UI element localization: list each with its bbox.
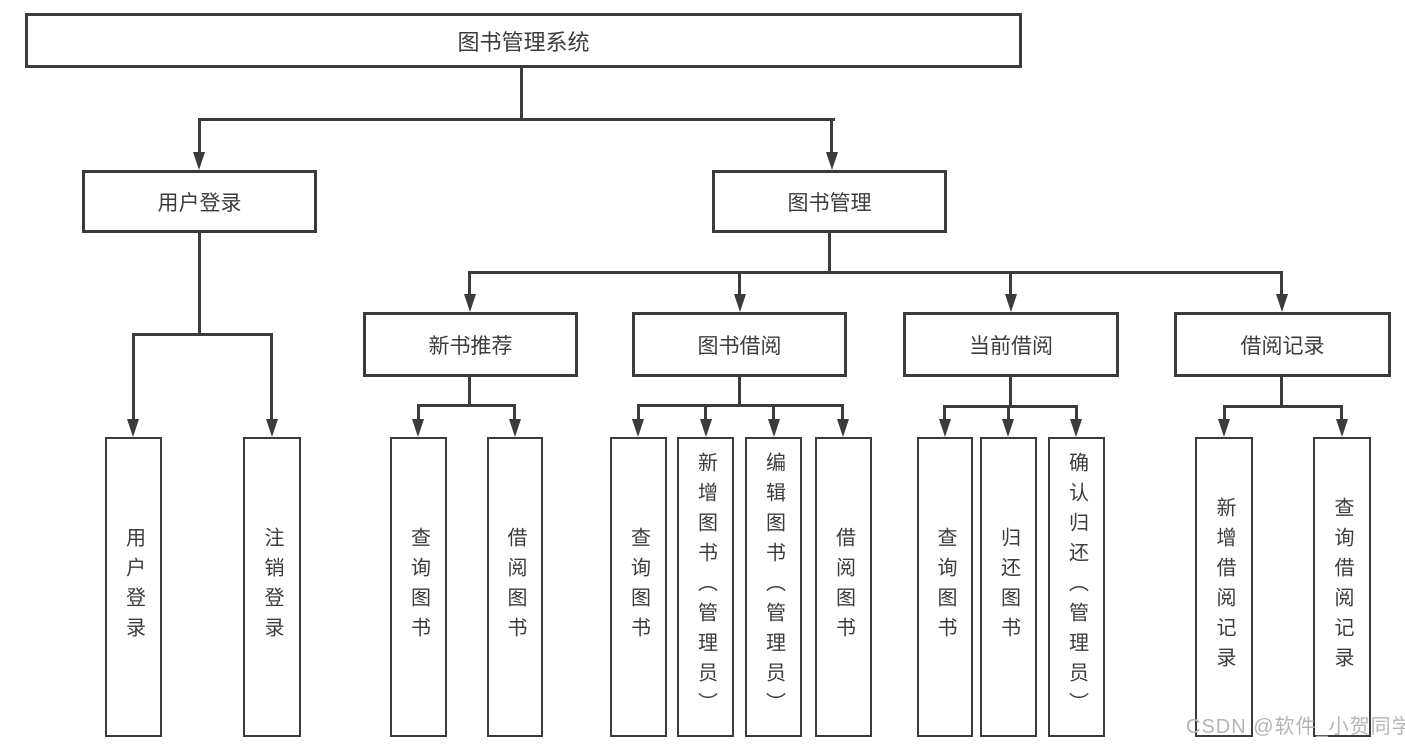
arrowhead-down-icon xyxy=(127,419,139,437)
connector-line xyxy=(270,333,273,421)
connector-line xyxy=(198,118,835,121)
arrowhead-down-icon xyxy=(509,419,521,437)
connector-line xyxy=(132,333,273,336)
leaf-label-query-books-3: 查询图书 xyxy=(934,527,956,647)
node-label-user-login: 用户登录 xyxy=(157,191,242,215)
node-label-borrowing-records: 借阅记录 xyxy=(1240,334,1325,358)
leaf-node-user-login: 用户登录 xyxy=(105,437,162,737)
connector-line xyxy=(132,333,135,421)
connector-line xyxy=(417,404,420,422)
connector-line xyxy=(704,404,707,422)
arrowhead-down-icon xyxy=(826,152,838,170)
node-label-current-borrowing: 当前借阅 xyxy=(969,334,1053,358)
leaf-label-return-books: 归还图书 xyxy=(997,527,1020,647)
node-label-book-management: 图书管理 xyxy=(787,191,872,215)
leaf-node-logout: 注销登录 xyxy=(243,437,301,737)
connector-line xyxy=(468,271,471,297)
connector-line xyxy=(1340,405,1343,422)
connector-line xyxy=(738,271,741,297)
arrowhead-down-icon xyxy=(1002,419,1014,437)
connector-line xyxy=(943,405,946,422)
leaf-node-edit-books-admin: 编辑图书（管理员） xyxy=(745,437,802,737)
arrowhead-down-icon xyxy=(1005,294,1017,312)
leaf-node-borrow-books-2: 借阅图书 xyxy=(815,437,872,737)
arrowhead-down-icon xyxy=(412,419,424,437)
leaf-node-query-books-3: 查询图书 xyxy=(917,437,973,737)
node-box-new-book-recommend: 新书推荐 xyxy=(363,312,578,377)
leaf-label-borrow-books-1: 借阅图书 xyxy=(504,527,526,647)
leaf-node-add-borrow-record: 新增借阅记录 xyxy=(1195,437,1253,737)
connector-line xyxy=(1009,271,1012,297)
connector-line xyxy=(772,404,775,422)
leaf-node-add-books-admin: 新增图书（管理员） xyxy=(677,437,734,737)
connector-line xyxy=(1280,271,1283,297)
arrowhead-down-icon xyxy=(1218,419,1230,437)
connector-line xyxy=(943,405,1078,408)
connector-line xyxy=(828,233,831,273)
connector-line xyxy=(637,404,640,422)
csdn-watermark: CSDN @软件_小贺同学 xyxy=(1186,716,1405,738)
leaf-label-confirm-return-admin: 确认归还（管理员） xyxy=(1065,452,1088,722)
connector-line xyxy=(830,118,833,156)
leaf-label-query-books-1: 查询图书 xyxy=(407,527,430,647)
node-box-borrowing-records: 借阅记录 xyxy=(1174,312,1391,377)
leaf-label-borrow-books-2: 借阅图书 xyxy=(832,527,855,647)
leaf-node-confirm-return-admin: 确认归还（管理员） xyxy=(1048,437,1105,737)
arrowhead-down-icon xyxy=(700,419,712,437)
connector-line xyxy=(520,66,523,119)
node-box-root: 图书管理系统 xyxy=(25,13,1022,68)
leaf-node-query-borrow-record: 查询借阅记录 xyxy=(1313,437,1371,737)
node-label-new-book-recommend: 新书推荐 xyxy=(428,334,513,358)
arrowhead-down-icon xyxy=(266,419,278,437)
arrowhead-down-icon xyxy=(632,419,644,437)
connector-line xyxy=(1007,405,1010,422)
connector-line xyxy=(468,377,471,406)
arrowhead-down-icon xyxy=(734,294,746,312)
leaf-label-query-books-2: 查询图书 xyxy=(627,527,650,647)
leaf-label-add-books-admin: 新增图书（管理员） xyxy=(694,452,717,722)
node-label-root: 图书管理系统 xyxy=(457,29,590,55)
connector-line xyxy=(1223,405,1226,422)
node-label-book-borrowing: 图书借阅 xyxy=(697,334,782,358)
node-box-book-borrowing: 图书借阅 xyxy=(632,312,847,377)
connector-line xyxy=(738,377,741,406)
leaf-label-user-login: 用户登录 xyxy=(122,527,145,647)
leaf-label-logout: 注销登录 xyxy=(261,527,283,647)
arrowhead-down-icon xyxy=(193,152,205,170)
leaf-node-borrow-books-1: 借阅图书 xyxy=(487,437,543,737)
connector-line xyxy=(417,404,516,407)
arrowhead-down-icon xyxy=(1276,294,1288,312)
leaf-label-add-borrow-record: 新增借阅记录 xyxy=(1213,497,1235,677)
connector-line xyxy=(841,404,844,422)
connector-line xyxy=(1223,405,1343,408)
leaf-node-return-books: 归还图书 xyxy=(980,437,1037,737)
leaf-node-query-books-2: 查询图书 xyxy=(610,437,667,737)
connector-line xyxy=(198,118,201,156)
node-box-current-borrowing: 当前借阅 xyxy=(903,312,1119,377)
connector-line xyxy=(637,404,844,407)
leaf-label-query-borrow-record: 查询借阅记录 xyxy=(1331,497,1353,677)
node-box-book-management: 图书管理 xyxy=(712,170,947,233)
connector-line xyxy=(469,271,1283,274)
leaf-label-edit-books-admin: 编辑图书（管理员） xyxy=(762,452,785,722)
arrowhead-down-icon xyxy=(939,419,951,437)
leaf-node-query-books-1: 查询图书 xyxy=(390,437,447,737)
arrowhead-down-icon xyxy=(1070,419,1082,437)
connector-line xyxy=(1009,377,1012,407)
connector-line xyxy=(513,404,516,422)
arrowhead-down-icon xyxy=(768,419,780,437)
arrowhead-down-icon xyxy=(1336,419,1348,437)
node-box-user-login: 用户登录 xyxy=(82,170,317,233)
arrowhead-down-icon xyxy=(837,419,849,437)
connector-line xyxy=(1280,377,1283,407)
connector-line xyxy=(1075,405,1078,422)
connector-line xyxy=(198,233,201,335)
arrowhead-down-icon xyxy=(464,294,476,312)
